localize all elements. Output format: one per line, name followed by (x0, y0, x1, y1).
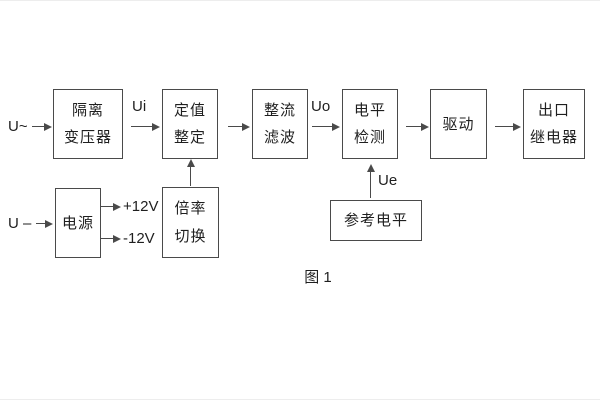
box-line: 滤波 (263, 129, 296, 147)
box-line: 继电器 (529, 129, 578, 147)
box-line: 切换 (174, 228, 207, 245)
figure-caption: 图 1 (304, 269, 332, 286)
box-line: 驱动 (442, 115, 475, 133)
box-line: 倍率 (174, 200, 207, 217)
box-reference-level: 参考电平 (330, 200, 422, 241)
box-line: 电源 (61, 214, 94, 232)
box-isolation-transformer: 隔离 变压器 (53, 89, 123, 159)
box-line: 整流 (263, 101, 296, 119)
label-uo: Uo (311, 98, 331, 115)
box-output-relay: 出口 继电器 (523, 89, 585, 159)
box-ratio-switching: 倍率 切换 (162, 187, 219, 258)
label-ac-input: U~ (8, 118, 28, 135)
box-line: 参考电平 (343, 212, 408, 229)
label-dc-input: U – (8, 215, 32, 232)
label-ue: Ue (378, 172, 398, 189)
box-setpoint-adjustment: 定值 整定 (162, 89, 218, 159)
label-minus-12v: -12V (123, 230, 155, 247)
box-level-detection: 电平 检测 (342, 89, 398, 159)
label-ui: Ui (132, 98, 147, 115)
box-power-supply: 电源 (55, 188, 101, 258)
box-line: 整定 (173, 129, 206, 147)
box-line: 隔离 (71, 101, 104, 119)
box-line: 电平 (353, 101, 386, 119)
box-line: 检测 (353, 129, 386, 147)
box-rectifier-filter: 整流 滤波 (252, 89, 308, 159)
box-driver: 驱动 (430, 89, 487, 159)
box-line: 出口 (537, 101, 570, 119)
box-line: 变压器 (63, 129, 112, 147)
label-plus-12v: +12V (123, 198, 159, 215)
box-line: 定值 (173, 101, 206, 119)
